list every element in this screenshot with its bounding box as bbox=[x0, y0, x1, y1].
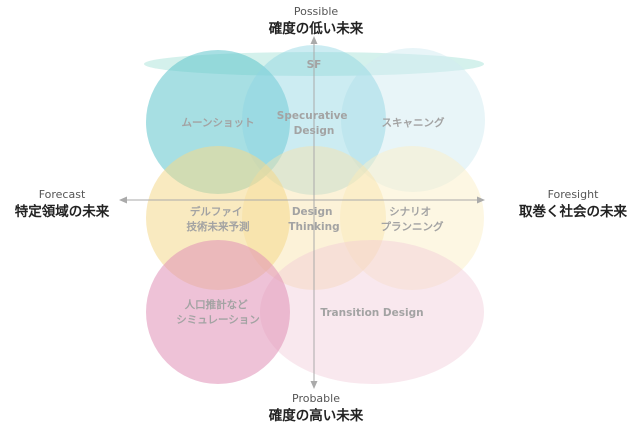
scenario-planning-label: シナリオ プランニング bbox=[381, 206, 444, 233]
top-pole-en: Possible bbox=[294, 5, 339, 18]
top-pole-ja: 確度の低い未来 bbox=[269, 20, 364, 37]
axis-arrow-down bbox=[310, 381, 318, 389]
axis-arrow-left bbox=[119, 196, 127, 204]
sf-label: SF bbox=[307, 59, 322, 71]
right-pole-en: Foresight bbox=[548, 188, 599, 201]
transition-design-ellipse bbox=[260, 240, 484, 384]
bottom-pole-ja: 確度の高い未来 bbox=[269, 407, 364, 424]
moonshot-label: ムーンショット bbox=[182, 117, 255, 129]
axes bbox=[119, 36, 485, 389]
simulation-circle bbox=[146, 240, 290, 384]
pole-labels: Possible 確度の低い未来 Probable 確度の高い未来 Foreca… bbox=[15, 5, 628, 424]
axis-arrow-right bbox=[477, 196, 485, 204]
left-pole-ja: 特定領域の未来 bbox=[15, 203, 110, 220]
bottom-pole-en: Probable bbox=[292, 392, 340, 405]
scanning-label: スキャニング bbox=[382, 116, 445, 129]
delphi-label: デルファイ 技術未来予測 bbox=[187, 205, 250, 233]
axis-arrow-up bbox=[310, 36, 318, 44]
design-thinking-label: Design Thinking bbox=[288, 206, 339, 233]
region-labels: SF ムーンショット Specurative Design スキャニング デルフ… bbox=[176, 59, 445, 326]
scenario-planning-circle bbox=[340, 146, 484, 290]
right-pole-ja: 取巻く社会の未来 bbox=[519, 203, 627, 220]
simulation-label: 人口推計など シミュレーション bbox=[176, 298, 260, 326]
transition-design-label: Transition Design bbox=[320, 307, 423, 319]
speculative-design-label: Specurative Design bbox=[277, 110, 351, 137]
left-pole-en: Forecast bbox=[39, 188, 86, 201]
